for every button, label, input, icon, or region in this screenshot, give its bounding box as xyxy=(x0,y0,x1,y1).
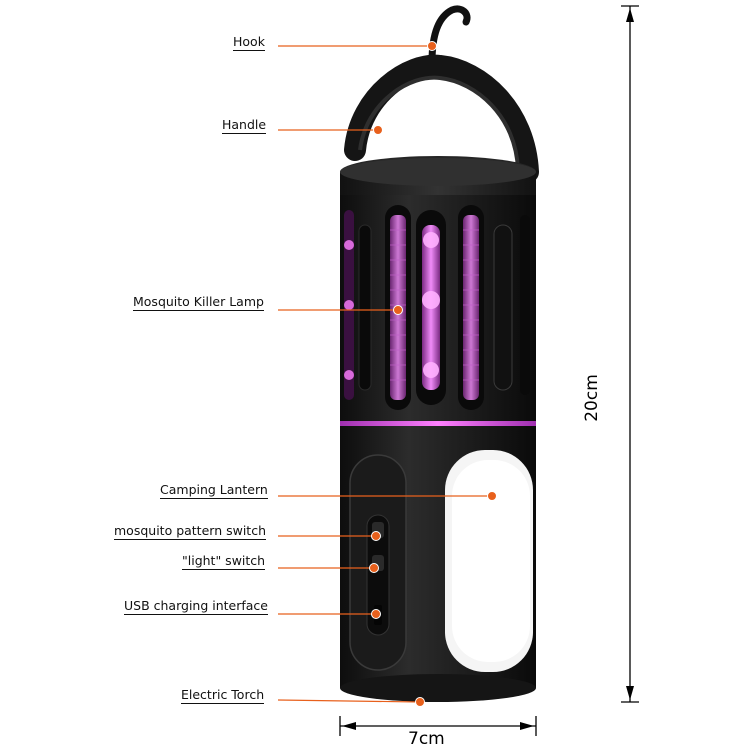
upper-body xyxy=(340,195,536,425)
height-dimension-line xyxy=(621,5,639,703)
handle-shape xyxy=(344,54,539,183)
label-hook: Hook xyxy=(233,34,265,51)
leader-markers xyxy=(369,41,497,707)
hook-shape xyxy=(428,5,471,66)
top-cap xyxy=(340,156,536,196)
label-mosquito-pattern-switch: mosquito pattern switch xyxy=(114,523,266,540)
label-light-switch: "light" switch xyxy=(182,553,266,570)
leader-lines xyxy=(277,45,492,703)
height-dimension-label: 20cm xyxy=(581,374,602,422)
label-camping-lantern: Camping Lantern xyxy=(160,482,268,499)
label-usb-charging-interface: USB charging interface xyxy=(124,598,268,615)
label-mosquito-killer-lamp: Mosquito Killer Lamp xyxy=(133,294,264,311)
label-handle: Handle xyxy=(222,117,267,134)
width-dimension-label: 7cm xyxy=(408,729,445,749)
label-electric-torch: Electric Torch xyxy=(181,687,265,704)
glow-ring xyxy=(340,421,536,426)
width-dimension-line xyxy=(339,716,537,736)
lower-body xyxy=(340,426,536,702)
